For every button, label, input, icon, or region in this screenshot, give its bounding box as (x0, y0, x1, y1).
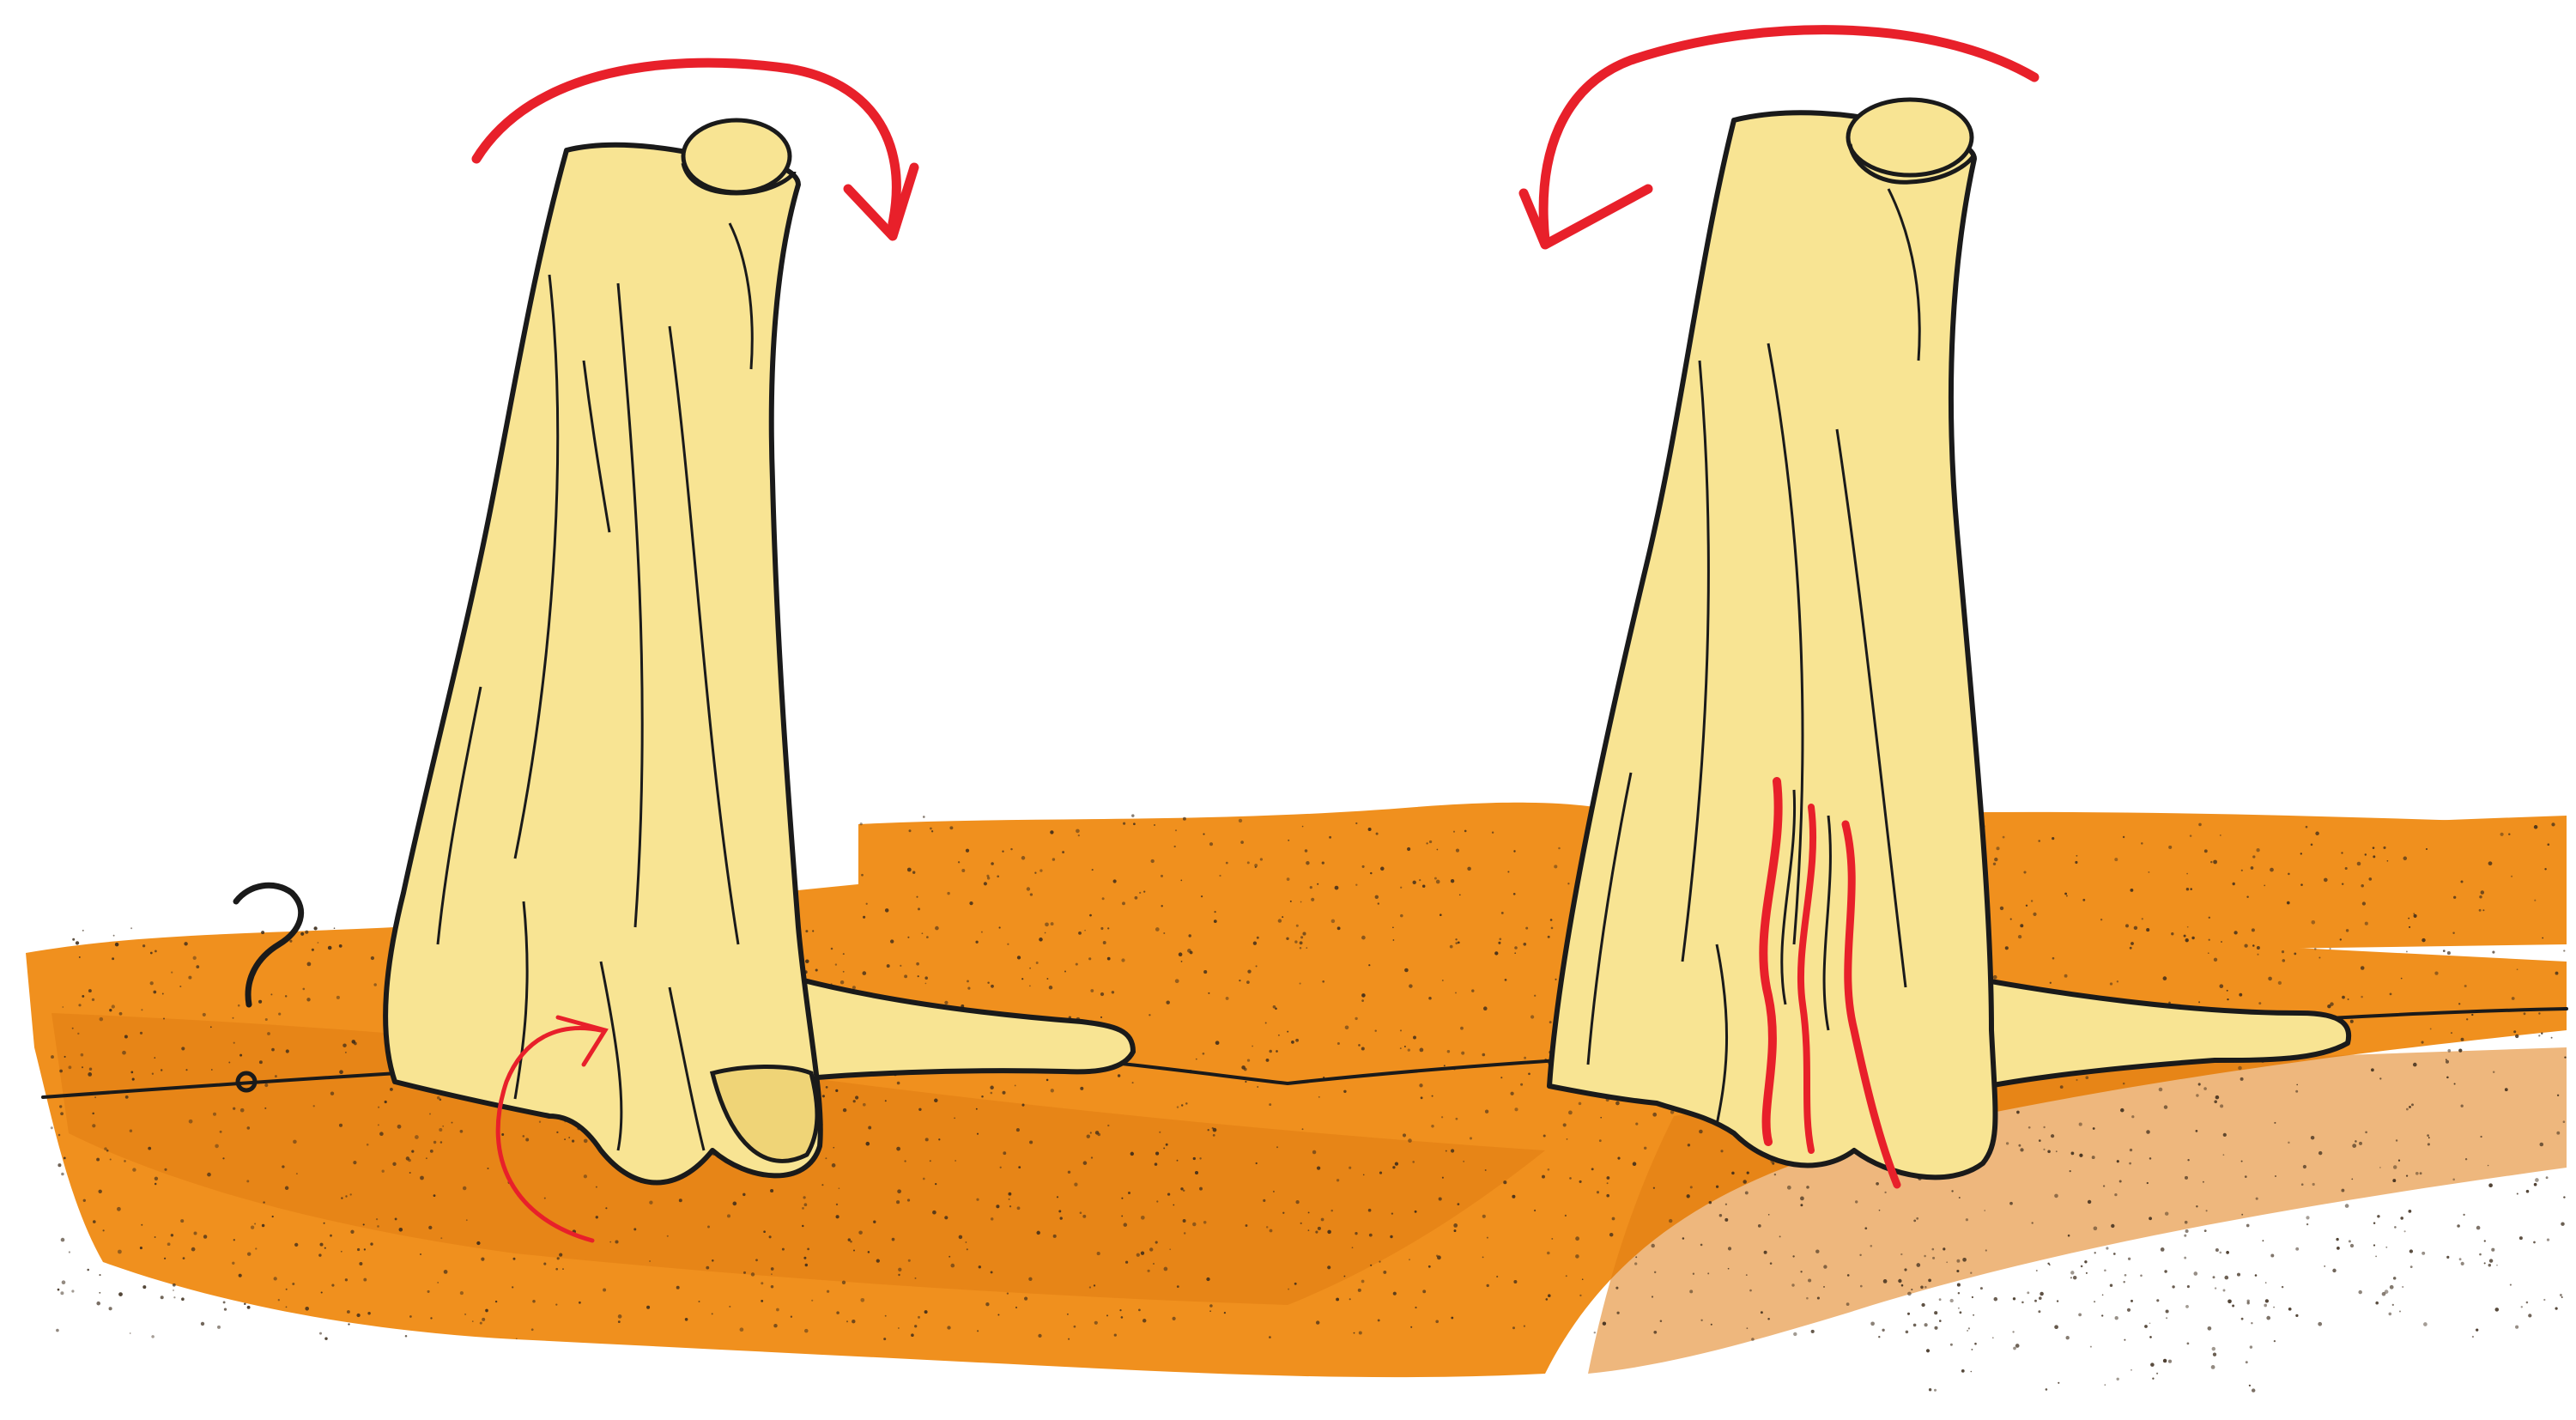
stump-top-right (1848, 100, 1972, 175)
trunk-left (385, 145, 821, 1183)
soil-back-center (858, 803, 1631, 953)
stump-left (385, 63, 1133, 1241)
stump-top-left (683, 120, 790, 192)
stump-right (1524, 30, 2349, 1185)
